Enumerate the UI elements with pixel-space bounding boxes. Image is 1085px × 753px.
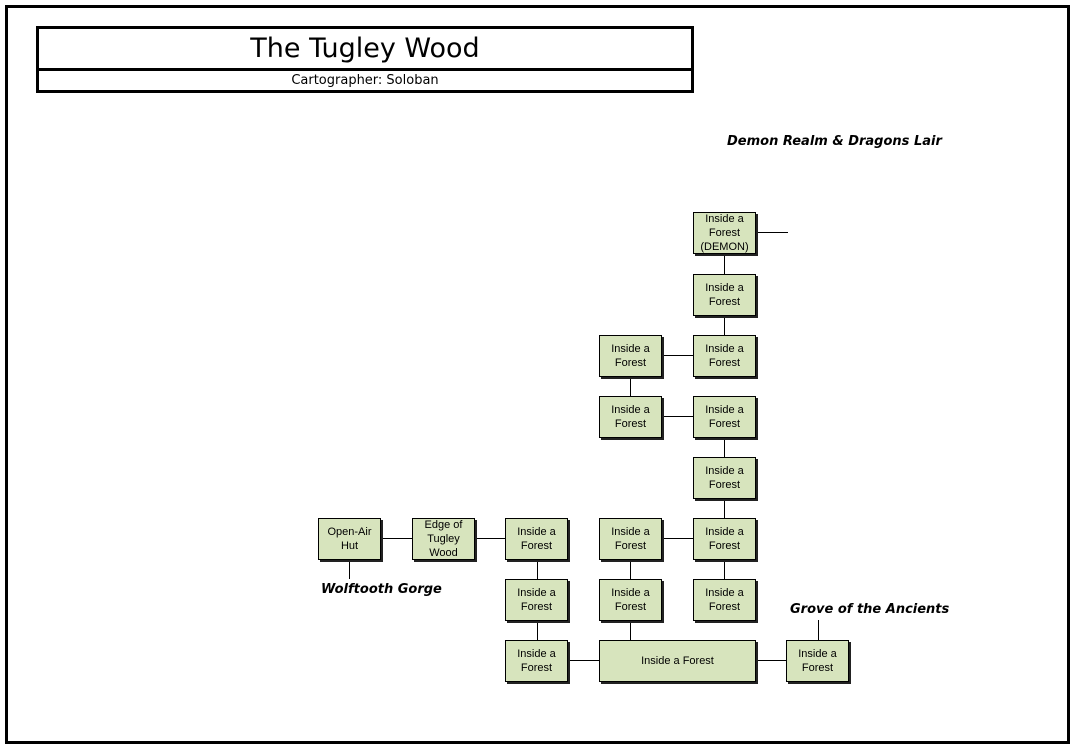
connector	[662, 355, 694, 356]
room-wide-clearing: Inside a Forest	[599, 640, 756, 682]
connector	[381, 538, 413, 539]
room: Inside a Forest	[693, 457, 756, 499]
connector	[724, 437, 725, 457]
region-label-wolftooth-gorge: Wolftooth Gorge	[321, 582, 442, 597]
room: Inside a Forest	[599, 335, 662, 377]
exit-connector-grove-north	[818, 620, 819, 640]
cartographer-credit: Cartographer: Soloban	[291, 73, 439, 88]
connector	[537, 559, 538, 579]
connector	[662, 416, 694, 417]
map-title: The Tugley Wood	[250, 33, 480, 64]
connector	[724, 315, 725, 335]
connector	[568, 660, 600, 661]
connector	[630, 559, 631, 579]
exit-connector-hut-south	[349, 559, 350, 579]
map-frame	[5, 5, 1070, 744]
title-divider	[39, 68, 691, 71]
connector	[630, 620, 631, 640]
room-open-air-hut: Open-Air Hut	[318, 518, 381, 560]
connector	[724, 559, 725, 579]
room: Inside a Forest	[693, 518, 756, 560]
connector	[630, 376, 631, 396]
room: Inside a Forest	[505, 518, 568, 560]
title-box: The Tugley Wood Cartographer: Soloban	[36, 26, 694, 93]
region-label-grove-of-ancients: Grove of the Ancients	[790, 602, 950, 617]
region-label-demon-realm: Demon Realm & Dragons Lair	[727, 134, 942, 149]
exit-connector-demon-east	[755, 232, 788, 233]
room-grove: Inside a Forest	[786, 640, 849, 682]
connector	[755, 660, 787, 661]
room: Inside a Forest	[599, 396, 662, 438]
connector	[724, 253, 725, 274]
room-edge-of-tugley-wood: Edge of Tugley Wood	[412, 518, 475, 560]
room: Inside a Forest	[693, 579, 756, 621]
room-demon: Inside a Forest (DEMON)	[693, 212, 756, 254]
room: Inside a Forest	[599, 518, 662, 560]
connector	[537, 620, 538, 640]
connector	[662, 538, 694, 539]
room: Inside a Forest	[693, 335, 756, 377]
room: Inside a Forest	[505, 640, 568, 682]
room: Inside a Forest	[693, 396, 756, 438]
room: Inside a Forest	[599, 579, 662, 621]
room: Inside a Forest	[505, 579, 568, 621]
connector	[724, 498, 725, 518]
connector	[474, 538, 506, 539]
room: Inside a Forest	[693, 274, 756, 316]
